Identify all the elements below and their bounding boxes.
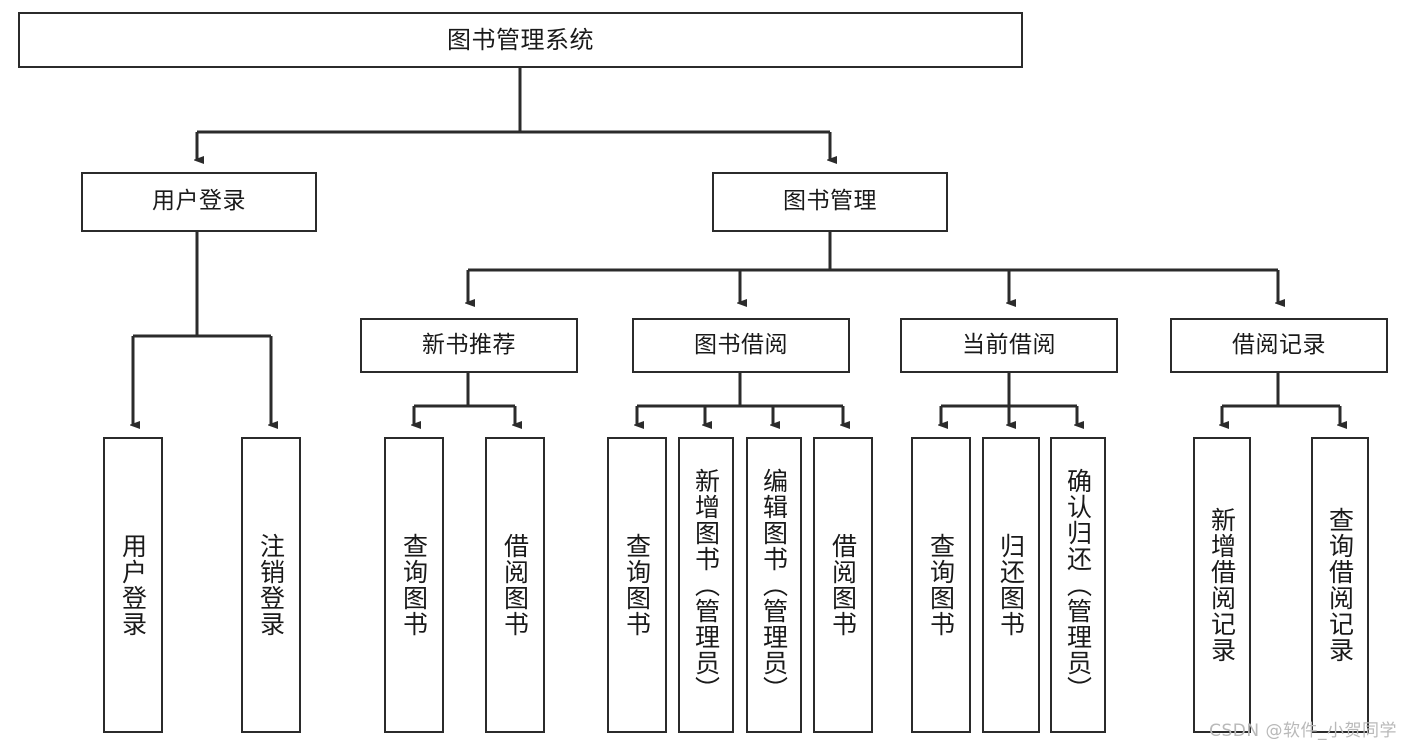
node-root-book-management-system[interactable]: 图书管理系统 <box>18 12 1023 68</box>
node-new-book-recommend[interactable]: 新书推荐 <box>360 318 578 373</box>
node-label: 图书管理系统 <box>447 25 594 54</box>
leaf-label: 借阅图书 <box>500 533 530 637</box>
node-label: 新书推荐 <box>422 331 516 358</box>
node-current-borrow[interactable]: 当前借阅 <box>900 318 1118 373</box>
leaf-query-borrow-record[interactable]: 查询借阅记录 <box>1311 437 1369 733</box>
leaf-label: 确认归还（管理员） <box>1063 468 1093 702</box>
node-label: 图书借阅 <box>694 331 788 358</box>
node-user-login[interactable]: 用户登录 <box>81 172 317 232</box>
csdn-watermark: CSDN @软件_小贺同学 <box>1209 721 1397 741</box>
leaf-label: 查询图书 <box>399 533 429 637</box>
leaf-query-book-recommend[interactable]: 查询图书 <box>384 437 444 733</box>
leaf-borrow-book-recommend[interactable]: 借阅图书 <box>485 437 545 733</box>
leaf-add-borrow-record[interactable]: 新增借阅记录 <box>1193 437 1251 733</box>
leaf-label: 新增图书（管理员） <box>691 468 721 702</box>
leaf-label: 新增借阅记录 <box>1207 507 1237 663</box>
leaf-label: 归还图书 <box>996 533 1026 637</box>
leaf-return-book[interactable]: 归还图书 <box>982 437 1040 733</box>
leaf-query-book-borrow[interactable]: 查询图书 <box>607 437 667 733</box>
node-borrow-record[interactable]: 借阅记录 <box>1170 318 1388 373</box>
leaf-add-book-admin[interactable]: 新增图书（管理员） <box>678 437 734 733</box>
leaf-label: 编辑图书（管理员） <box>759 468 789 702</box>
leaf-borrow-book[interactable]: 借阅图书 <box>813 437 873 733</box>
leaf-user-login[interactable]: 用户登录 <box>103 437 163 733</box>
leaf-confirm-return-admin[interactable]: 确认归还（管理员） <box>1050 437 1106 733</box>
leaf-query-book-current[interactable]: 查询图书 <box>911 437 971 733</box>
node-label: 借阅记录 <box>1232 331 1326 358</box>
node-label: 当前借阅 <box>962 331 1056 358</box>
leaf-label: 注销登录 <box>256 533 286 637</box>
node-label: 图书管理 <box>783 188 877 215</box>
leaf-label: 用户登录 <box>118 533 148 637</box>
leaf-label: 借阅图书 <box>828 533 858 637</box>
leaf-user-logout[interactable]: 注销登录 <box>241 437 301 733</box>
leaf-label: 查询图书 <box>622 533 652 637</box>
leaf-label: 查询图书 <box>926 533 956 637</box>
node-label: 用户登录 <box>152 188 246 215</box>
leaf-label: 查询借阅记录 <box>1325 507 1355 663</box>
node-book-borrow[interactable]: 图书借阅 <box>632 318 850 373</box>
node-book-management[interactable]: 图书管理 <box>712 172 948 232</box>
leaf-edit-book-admin[interactable]: 编辑图书（管理员） <box>746 437 802 733</box>
